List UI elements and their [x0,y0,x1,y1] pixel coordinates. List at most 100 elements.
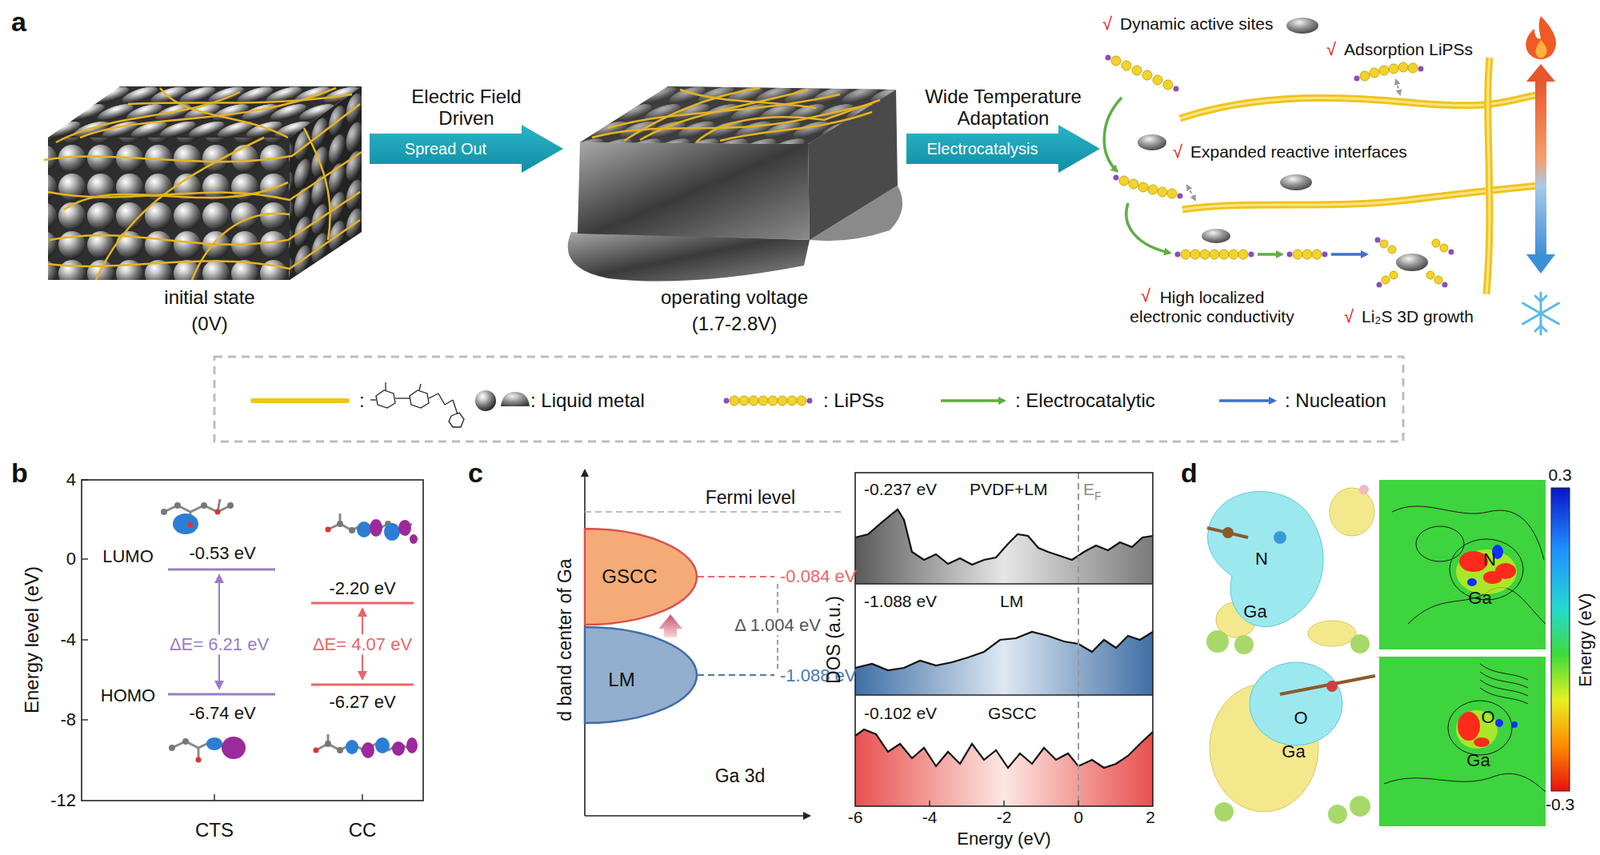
legend-sample [409,390,429,408]
charge-density-render [1416,526,1464,562]
node-outline [584,627,697,724]
fiber-network [44,88,362,280]
legend-text: : Electrocatalytic [1015,389,1156,412]
charge-density-render [1234,635,1254,655]
adsorption-arrow [1396,80,1400,95]
tick-label: -4 [922,808,938,828]
node-shape [584,627,697,724]
gap-value: ΔE= 6.21 eV [166,634,272,655]
energy-value: -0.102 eV [864,704,937,724]
colorbar-value: -0.3 [1545,795,1575,815]
tick-label: 4 [66,469,76,490]
energy-level-plot [81,719,88,720]
tick-label: -6 [848,808,864,828]
axis-title: DOS (a.u.) [823,596,844,684]
liquid-metal-droplet [1137,134,1167,151]
dos-plot [855,472,1153,807]
polysulfide-chain [1381,276,1390,284]
energy-level-plot [311,684,414,687]
band-name: LM [608,668,635,692]
lithium-atom [1442,282,1448,288]
legend-sample [452,400,458,415]
lithium-atom [1175,252,1181,258]
fiber-network [304,128,331,240]
fiber-network [192,213,290,280]
energy-level-plot [168,693,276,696]
fiber-network [48,220,360,269]
polysulfide-chain [1432,239,1440,248]
legend-text: : Liquid metal [530,389,645,412]
fiber-network [80,88,336,138]
legend-sample [729,396,807,406]
lithium-atom [1376,282,1383,288]
check-mark: √ [1140,285,1151,306]
gap-value: Δ 1.004 eV [731,615,824,636]
process-arrow: Electric Field DrivenSpread Out [369,124,564,173]
legend-sample [1219,399,1275,403]
tick-label: -8 [60,709,76,730]
polysulfide-chain [1238,249,1248,260]
legend-sample [376,390,396,408]
check-mark: √ [1172,141,1183,162]
charge-density-render [1408,588,1546,624]
fiber-network [592,88,880,143]
molecular-orbital [196,757,202,764]
energy-value: -0.53 eV [188,543,256,564]
charge-density-render [1511,721,1518,728]
annotation-label: E [1083,480,1095,500]
tick-label: 0 [1073,808,1084,828]
panel-letter: b [11,457,28,489]
dos-plot [855,729,1153,807]
check-mark: √ [1344,306,1354,327]
atom-label: N [1483,549,1496,570]
polysulfide-chain [1190,249,1200,260]
spread-liquid-metal [568,86,903,282]
charge-density-render [1222,527,1234,539]
energy-value: -0.237 eV [864,480,937,500]
polysulfide-chain [1132,65,1142,76]
lithium-atom [1177,193,1184,200]
fiber-network [128,94,352,104]
panel-letter: c [468,457,484,489]
lithium-atom [1375,237,1381,244]
dos-plot [929,800,1079,807]
band-diagram [584,470,842,816]
tick-label: 0 [66,548,76,569]
band-diagram [697,674,775,676]
band-diagram [584,511,842,513]
fiber-network [696,100,880,143]
category-label: CTS [195,819,234,842]
charge-density-render [1326,680,1338,692]
charge-density-render [1350,634,1370,654]
category-label: CC [348,819,377,842]
polysulfide-chain [1152,75,1163,85]
molecular-orbital [345,740,359,755]
charge-density-render [1457,712,1480,741]
molecular-orbital [164,499,412,760]
molecular-orbital [221,736,246,760]
tick-label: -2 [996,808,1012,828]
polysulfide-chain [1360,71,1370,81]
catalytic-arrow [1104,97,1122,172]
atom-label: Ga [1281,741,1305,762]
energy-value: -1.088 eV [864,592,937,612]
molecular-orbital [392,741,405,756]
dos-plot [1003,800,1004,807]
energy-level-plot [81,639,88,640]
molecular-orbital [188,522,194,528]
polysulfide-chain [1219,249,1229,260]
annotation-label: F [1094,489,1102,503]
charge-density-render [1349,796,1371,817]
molecular-orbital [336,520,344,528]
molecular-orbital [384,523,400,541]
legend-sample [370,382,464,428]
series-name: PVDF+LM [969,480,1048,500]
molecular-orbital [215,509,221,516]
fiber-network [49,192,360,245]
energy-level-plot [361,794,363,801]
energy-level-plot [81,558,88,560]
legend-sample [395,397,410,399]
charge-density-render [1208,492,1324,628]
charge-density-render [1480,680,1528,696]
charge-density-render [1308,620,1356,647]
